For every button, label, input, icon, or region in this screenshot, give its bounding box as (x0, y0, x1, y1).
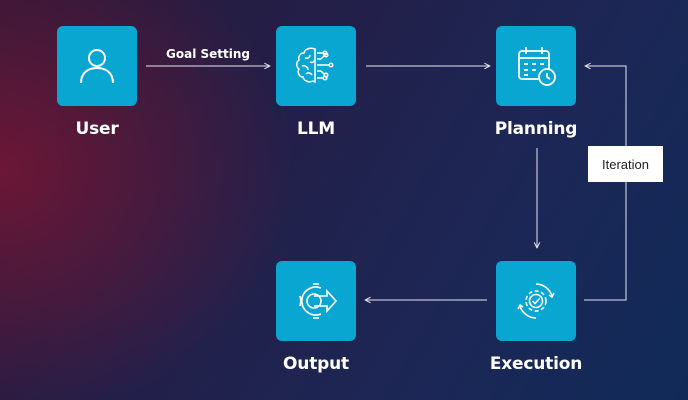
brain-circuit-icon (296, 47, 334, 83)
goal-setting-label: Goal Setting (166, 47, 250, 61)
execution-node (496, 261, 576, 341)
user-label: User (75, 119, 119, 139)
output-label: Output (283, 354, 349, 374)
llm-node (276, 26, 356, 106)
gear-arrow-icon (299, 283, 338, 319)
execution-label: Execution (489, 354, 583, 374)
iteration-label-box: Iteration (588, 146, 663, 182)
arrow-iteration-loop (584, 66, 627, 301)
user-node (57, 26, 137, 106)
output-node (276, 261, 356, 341)
gear-check-icon (517, 283, 555, 319)
planning-node (496, 26, 576, 106)
calendar-clock-icon (518, 47, 556, 86)
user-icon (80, 49, 114, 84)
planning-label: Planning (494, 119, 578, 139)
llm-label: LLM (297, 119, 335, 139)
